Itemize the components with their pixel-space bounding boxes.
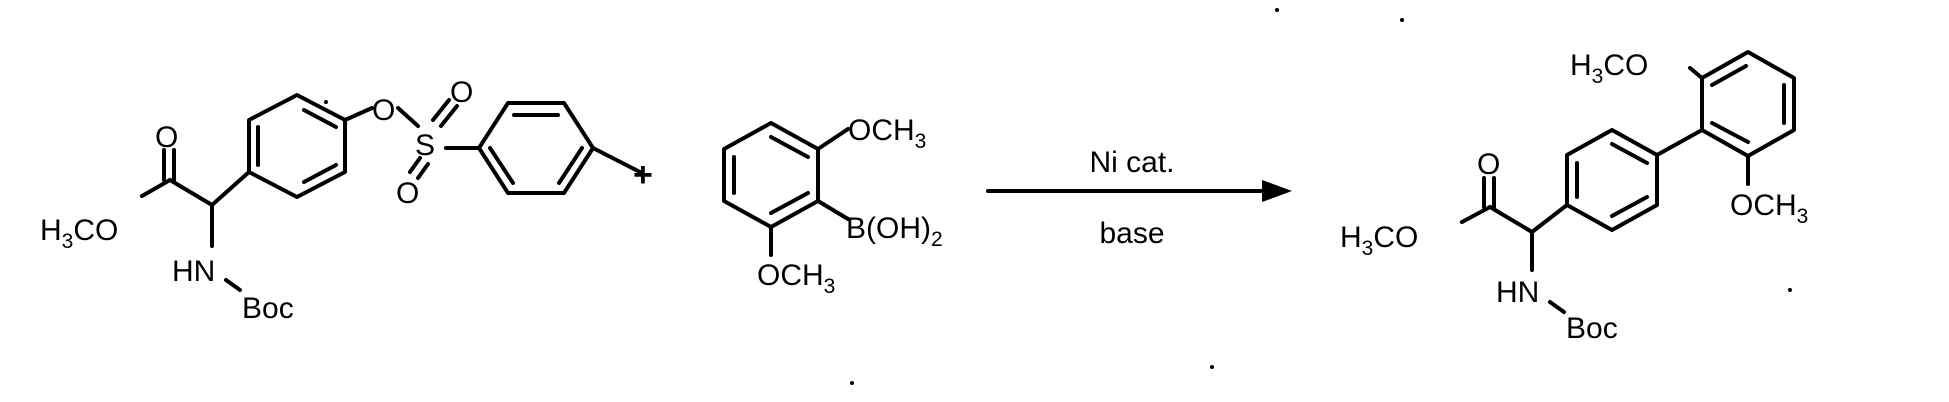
product-right-methoxy-label: OCH3 <box>1730 189 1808 228</box>
reactant-1-ether-o-to-s <box>398 108 418 126</box>
reactant-2-top-methoxy-label: OCH3 <box>848 114 926 153</box>
reactant-2-bottom-methoxy-label: OCH3 <box>757 259 835 298</box>
reactant-2-boronic-acid: OCH3 B(OH)2 OCH3 <box>724 114 943 298</box>
reaction-condition-base: base <box>1099 217 1164 250</box>
reactant-1-boc-label: Boc <box>242 292 294 325</box>
product-boc-label: Boc <box>1566 312 1618 345</box>
reactant-1-s-o-double-bond-bottom <box>418 164 428 178</box>
product-nh-label: HN <box>1496 276 1539 309</box>
product-biaryl: H3CO OCH3 H3CO O HN Boc <box>1340 49 1808 345</box>
reactant-1-ester-bond <box>142 180 170 196</box>
product-alpha-to-carbonyl <box>1490 207 1532 232</box>
reactant-1-ether-oxygen-label: O <box>372 94 395 127</box>
product-carbonyl-oxygen-label: O <box>1477 148 1500 181</box>
product-top-methoxy-bond <box>1690 68 1702 78</box>
plus-sign: + <box>633 156 653 194</box>
reactant-2-top-methoxy-bond <box>818 129 848 149</box>
reaction-arrow-group: Ni cat. base <box>988 146 1292 250</box>
product-ring-to-alpha-carbon <box>1532 205 1567 232</box>
reactant-1-tolyl-inner-double-bond <box>490 148 513 183</box>
reactant-1-tolyl-inner-double-bond <box>559 148 582 183</box>
reactant-1-nh-label: HN <box>172 255 215 288</box>
product-methyl-ester-label: H3CO <box>1340 221 1418 260</box>
reactant-1-sulfonyl-oxygen-top-label: O <box>450 76 473 109</box>
reactant-1-ring-to-alpha-carbon <box>212 172 249 205</box>
reaction-condition-catalyst: Ni cat. <box>1089 146 1174 179</box>
reactant-1-nh-to-boc <box>226 280 240 290</box>
reactant-2-boronic-acid-label: B(OH)2 <box>846 212 943 251</box>
reactant-1-carbonyl-oxygen-label: O <box>155 121 178 154</box>
reactant-1-aryl-tosylate: H3CO O HN Boc O S O O <box>40 76 640 325</box>
reactant-1-alpha-to-carbonyl <box>170 180 212 205</box>
reactant-1-benzene-ring <box>249 95 345 197</box>
product-nh-to-boc <box>1550 302 1564 312</box>
reaction-arrow-head <box>1262 180 1292 202</box>
reactant-2-boron-bond <box>818 201 848 219</box>
reactant-1-ring-to-ether-o <box>345 108 372 120</box>
product-top-methoxy-label: H3CO <box>1570 49 1648 88</box>
product-biaryl-bond <box>1657 130 1702 155</box>
reactant-1-sulfonyl-oxygen-bottom-label: O <box>396 177 419 210</box>
reactant-1-methyl-ester-label: H3CO <box>40 214 118 253</box>
product-ester-bond <box>1462 207 1490 222</box>
reactant-1-sulfur-label: S <box>415 129 435 162</box>
